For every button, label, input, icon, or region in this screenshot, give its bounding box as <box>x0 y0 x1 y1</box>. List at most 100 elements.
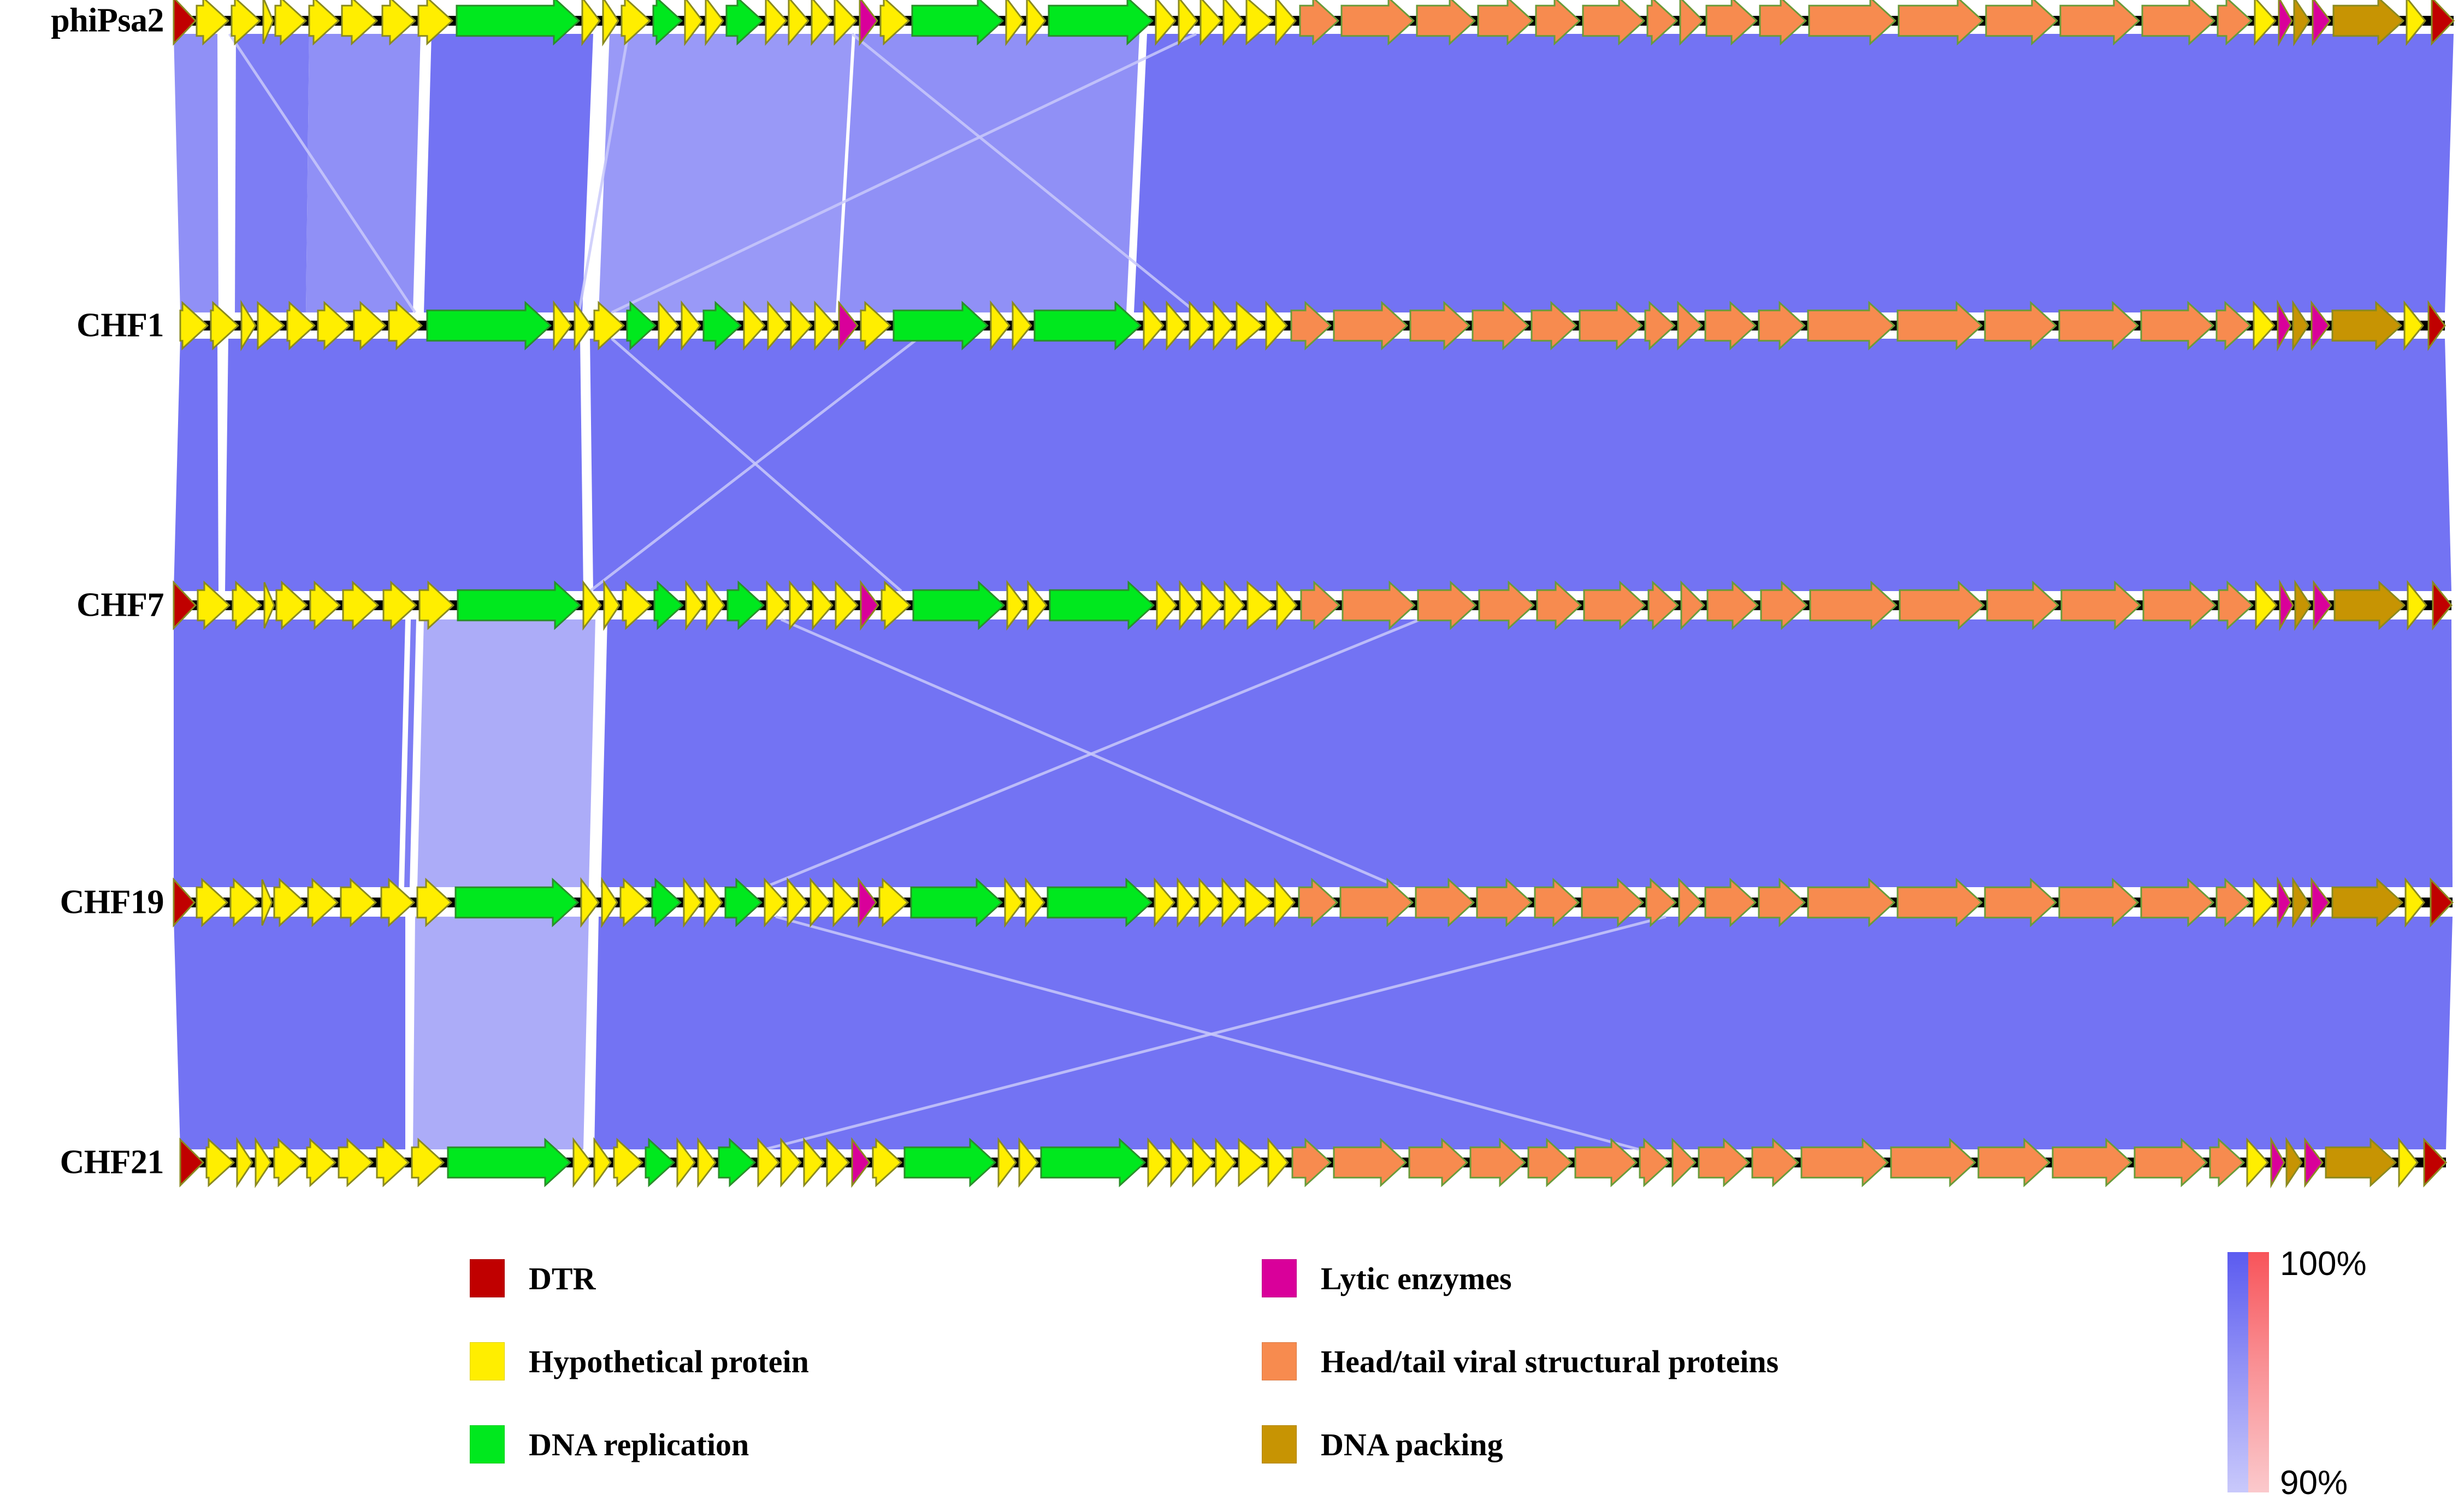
gene-arrow-dtr <box>173 0 197 46</box>
gene-arrow-rep <box>652 0 683 46</box>
gene-arrow-str <box>1758 877 1806 928</box>
gene-arrow-str <box>2059 0 2141 46</box>
gene-arrow-lys <box>2279 579 2294 631</box>
gene-arrow-hyp <box>834 0 858 46</box>
gene-arrow-hyp <box>2404 877 2425 928</box>
gene-arrow-hyp <box>2406 0 2426 46</box>
gene-arrow-lys <box>838 300 859 351</box>
gene-arrow-hyp <box>697 1137 717 1188</box>
gene-arrow-hyp <box>878 877 909 928</box>
gene-arrow-lys <box>2277 299 2292 352</box>
gene-arrow-hyp <box>582 580 602 631</box>
legend-swatch-lytic-enzymes <box>1262 1259 1297 1297</box>
gene-arrow-rep <box>718 1137 757 1188</box>
gene-arrow-pac <box>2292 300 2309 351</box>
gene-arrow-rep <box>454 877 580 928</box>
gene-arrow-hyp <box>1221 877 1243 928</box>
gene-arrow-str <box>1647 580 1680 630</box>
gene-arrow-str <box>1808 0 1897 46</box>
gene-arrow-lys <box>859 0 878 46</box>
gene-arrow-str <box>1408 1137 1469 1188</box>
genome-track-chf19 <box>173 876 2454 929</box>
gene-arrow-str <box>1698 1137 1751 1188</box>
gene-arrow-hyp <box>255 1137 272 1188</box>
gene-arrow-hyp <box>262 0 274 44</box>
gene-arrow-rep <box>725 0 764 46</box>
gene-arrow-str <box>1527 1137 1574 1188</box>
gene-arrow-hyp <box>1276 580 1298 631</box>
gene-arrow-str <box>1476 877 1533 928</box>
similarity-thin-line <box>228 33 417 314</box>
gene-arrow-hyp <box>416 877 453 928</box>
gene-arrow-hyp <box>685 580 705 631</box>
legend-swatch-structural-proteins <box>1262 1342 1297 1380</box>
gene-arrow-rep <box>912 580 1006 630</box>
gene-arrow-str <box>1415 877 1475 928</box>
similarity-thin-line <box>611 338 902 592</box>
gene-arrow-hyp <box>2246 1137 2270 1188</box>
track-label-phipsa2: phiPsa2 <box>51 2 164 39</box>
gene-arrow-hyp <box>812 580 834 631</box>
gene-arrow-str <box>1896 300 1983 351</box>
gene-arrow-hyp <box>788 0 809 46</box>
gene-arrow-dtr <box>2431 0 2455 46</box>
gene-arrow-hyp <box>1198 877 1222 928</box>
gene-arrow-hyp <box>789 580 811 631</box>
gene-arrow-str <box>1534 877 1580 928</box>
gene-arrow-str <box>1705 0 1758 46</box>
legend-label: Head/tail viral structural proteins <box>1321 1343 1779 1379</box>
scale-bar-blue <box>2227 1252 2248 1492</box>
gene-arrow-hyp <box>764 877 787 928</box>
similarity-thin-line <box>764 915 1667 1151</box>
scale-gradient-bars <box>2227 1252 2269 1492</box>
similarity-ribbon-group-chf19-chf21 <box>174 917 2453 1149</box>
gene-arrow-str <box>1535 0 1581 46</box>
gene-arrow-str <box>1645 877 1677 928</box>
gene-arrow-hyp <box>341 0 379 46</box>
gene-arrow-dtr <box>2423 1137 2448 1188</box>
similarity-thin-line <box>577 33 630 313</box>
gene-arrow-hyp <box>2253 877 2276 928</box>
gene-arrow-str <box>1299 0 1340 46</box>
gene-arrow-dtr <box>173 877 196 928</box>
gene-arrow-hyp <box>1170 1137 1191 1188</box>
similarity-block <box>174 619 405 887</box>
gene-arrow-hyp <box>593 300 625 351</box>
gene-arrow-hyp <box>593 1137 612 1188</box>
gene-arrow-rep <box>1033 300 1142 351</box>
gene-arrow-hyp <box>382 580 418 630</box>
gene-arrow-str <box>1416 0 1476 46</box>
gene-arrow-pac <box>2331 300 2403 351</box>
gene-arrow-hyp <box>275 580 309 630</box>
gene-arrow-lys <box>2270 1136 2285 1189</box>
legend-item-dna-packing: DNA packing <box>1262 1425 1503 1463</box>
gene-arrow-lys <box>2311 877 2330 928</box>
gene-arrow-str <box>1985 0 2059 46</box>
gene-arrow-str <box>2215 300 2252 351</box>
gene-arrow-hyp <box>780 1137 802 1188</box>
gene-arrow-str <box>1290 300 1332 351</box>
gene-arrow-str <box>1680 580 1706 630</box>
gene-arrow-str <box>1639 1137 1671 1188</box>
gene-arrow-pac <box>2331 877 2404 928</box>
gene-arrow-dtr <box>2430 877 2454 928</box>
gene-arrow-hyp <box>1275 0 1297 46</box>
gene-arrow-rep <box>626 300 657 351</box>
gene-arrow-hyp <box>574 300 592 351</box>
similarity-block <box>306 34 421 312</box>
gene-arrow-str <box>1677 300 1704 351</box>
gene-arrow-str <box>1751 1137 1800 1188</box>
gene-arrow-rep <box>726 580 765 630</box>
gene-arrow-rep <box>724 877 763 928</box>
gene-arrow-rep <box>653 580 684 630</box>
gene-arrow-hyp <box>317 300 351 351</box>
similarity-ribbon-group-chf7-chf19 <box>174 619 2453 887</box>
gene-arrow-hyp <box>210 300 240 351</box>
gene-arrow-hyp <box>376 1137 410 1188</box>
gene-arrow-hyp <box>757 1137 781 1188</box>
gene-arrow-str <box>1977 1137 2051 1188</box>
gene-arrow-pac <box>2292 877 2309 928</box>
legend-label: Hypothetical protein <box>529 1343 809 1379</box>
gene-arrow-str <box>1531 300 1578 351</box>
gene-arrow-pac <box>2294 580 2312 631</box>
